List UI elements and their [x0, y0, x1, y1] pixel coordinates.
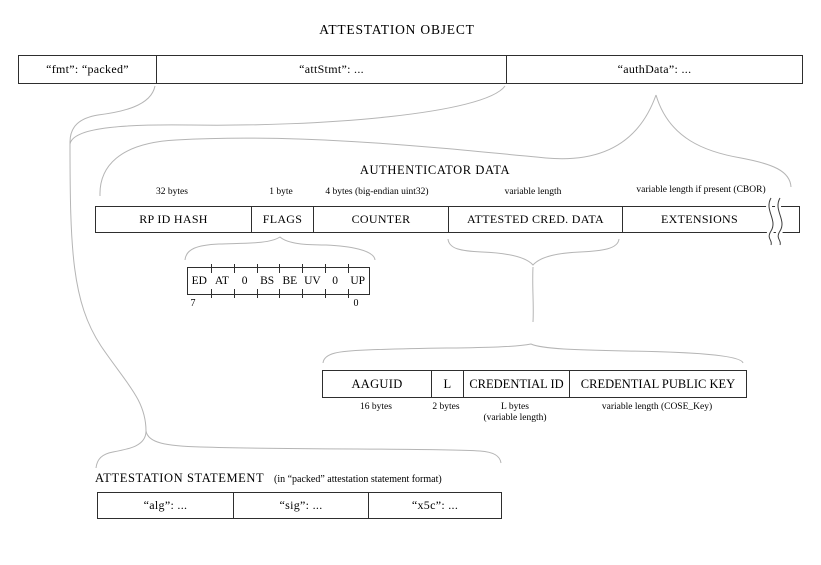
bit-tick: [302, 264, 303, 273]
flag-bit-rfu1: 0: [241, 275, 248, 287]
extensions-size-label: variable length if present (CBOR): [636, 185, 766, 195]
brace-attestation-statement-right: [145, 430, 502, 464]
aaguid-cell: AAGUID: [351, 376, 403, 391]
length-size-label: 2 bytes: [432, 402, 460, 412]
bit-tick: [211, 264, 212, 273]
flag-bit-bs: BS: [260, 275, 275, 287]
alg-cell: “alg”: ...: [143, 498, 188, 512]
flag-bit-be: BE: [282, 275, 298, 287]
x5c-cell: “x5c”: ...: [368, 493, 501, 518]
flags-size-label: 1 byte: [269, 187, 293, 197]
attested-cred-size-label: variable length: [504, 187, 562, 197]
page-title: ATTESTATION OBJECT: [319, 22, 475, 37]
attestation-object-row: “fmt”: “packed” “attStmt”: ... “authData…: [18, 55, 803, 84]
bit-tick: [348, 289, 349, 298]
bit-tick: [325, 264, 326, 273]
connector-attstmt-vertical: [69, 141, 147, 432]
authenticator-data-row: RP ID HASH FLAGS COUNTER ATTESTED CRED. …: [95, 206, 800, 233]
bit-tick: [279, 264, 280, 273]
bit-tick: [279, 289, 280, 298]
attstmt-cell: “attStmt”: ...: [156, 56, 506, 83]
aaguid-size-label: 16 bytes: [360, 402, 392, 412]
brace-authdata-right: [655, 94, 792, 188]
rp-id-hash-size-label: 32 bytes: [156, 187, 188, 197]
brace-attested-cred-down: [447, 238, 620, 266]
bit-tick: [211, 289, 212, 298]
counter-size-label: 4 bytes (big-endian uint32): [325, 187, 429, 197]
bit-tick: [257, 289, 258, 298]
flags-cell: FLAGS: [251, 207, 313, 232]
connector-attstmt-left-arm: [69, 85, 156, 143]
counter-cell: COUNTER: [313, 207, 448, 232]
attested-credential-data-row: AAGUID L CREDENTIAL ID CREDENTIAL PUBLIC…: [322, 370, 747, 398]
credential-public-key-cell: CREDENTIAL PUBLIC KEY: [569, 371, 746, 397]
flag-bit-ed: ED: [191, 275, 207, 287]
bit-tick: [234, 264, 235, 273]
bit-tick: [257, 264, 258, 273]
flags-bits-box: ED AT 0 BS BE UV 0 UP: [187, 264, 370, 298]
credential-id-size-label: L bytes: [501, 402, 529, 412]
flag-bit-at: AT: [214, 275, 229, 287]
brace-attested-cred-up: [322, 343, 744, 364]
authenticator-data-heading: AUTHENTICATOR DATA: [359, 163, 511, 177]
connector-attested-vertical: [532, 266, 534, 323]
rp-id-hash-cell: RP ID HASH: [139, 212, 208, 226]
bit-index-msb: 7: [190, 298, 196, 309]
length-cell: L: [431, 371, 463, 397]
flag-bit-uv: UV: [304, 275, 321, 287]
bit-tick: [325, 289, 326, 298]
brace-flags: [184, 236, 376, 261]
credential-public-key-size-label: variable length (COSE_Key): [601, 402, 713, 412]
brace-attestation-statement-left: [95, 430, 147, 469]
credential-id-cell: CREDENTIAL ID: [463, 371, 569, 397]
credential-id-size-label2: (variable length): [483, 413, 547, 423]
fmt-cell: “fmt”: “packed”: [46, 62, 129, 76]
authdata-cell: “authData”: ...: [506, 56, 802, 83]
attested-cred-data-cell: ATTESTED CRED. DATA: [448, 207, 622, 232]
bit-tick: [234, 289, 235, 298]
bit-tick: [348, 264, 349, 273]
flag-bit-rfu2: 0: [332, 275, 338, 287]
bit-index-lsb: 0: [353, 298, 359, 309]
bit-tick: [302, 289, 303, 298]
attestation-statement-row: “alg”: ... “sig”: ... “x5c”: ...: [97, 492, 502, 519]
flag-bit-up: UP: [350, 275, 366, 287]
connector-attstmt-right-arm: [69, 85, 506, 145]
sig-cell: “sig”: ...: [233, 493, 368, 518]
attestation-statement-subheading: (in “packed” attestation statement forma…: [274, 474, 442, 485]
brace-authdata-left: [99, 94, 657, 197]
attestation-statement-heading: ATTESTATION STATEMENT: [95, 471, 265, 485]
extensions-cell: EXTENSIONS: [622, 207, 799, 232]
